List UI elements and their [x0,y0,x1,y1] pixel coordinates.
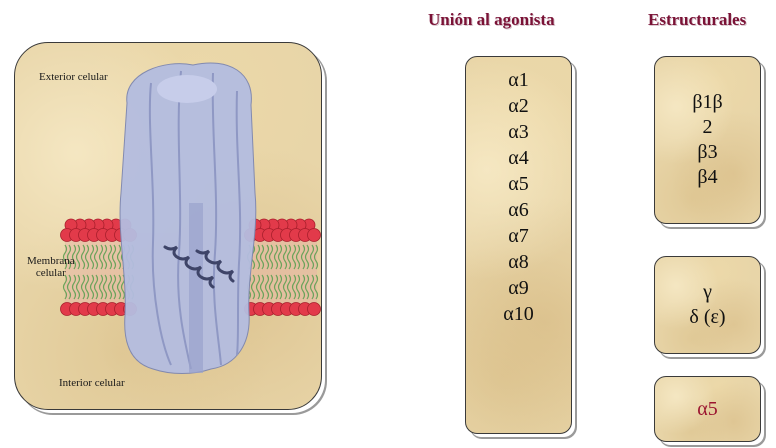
label-membrane-line2: celular [27,267,75,279]
label-membrane: Membrana celular [27,255,75,279]
label-interior: Interior celular [59,377,125,389]
receptor-protein [120,63,256,374]
subunit-beta3: β3 [697,140,717,165]
subunit-gamma: γ [703,280,712,305]
subunit-alpha2: α2 [508,93,528,119]
subunit-alpha5-structural: α5 [697,396,717,422]
subunit-alpha8: α8 [508,249,528,275]
subunit-alpha5: α5 [508,171,528,197]
subunit-alpha3: α3 [508,119,528,145]
receptor-illustration [15,43,321,409]
subunit-alpha10: α10 [503,301,533,327]
agonist-column-title: Unión al agonista [428,10,555,30]
subunit-alpha6: α6 [508,197,528,223]
label-membrane-line1: Membrana [27,255,75,267]
structural-group-beta: β1β 2 β3 β4 [654,56,761,224]
subunit-beta1-beta: β1β [692,90,722,115]
structural-group-alpha5: α5 [654,376,761,442]
label-exterior: Exterior celular [39,71,108,83]
subunit-beta4: β4 [697,165,717,190]
subunit-alpha1: α1 [508,67,528,93]
subunit-alpha9: α9 [508,275,528,301]
receptor-diagram-panel: Exterior celular Membrana celular Interi… [14,42,322,410]
structural-group-gamma-delta: γ δ (ε) [654,256,761,354]
subunit-delta-epsilon: δ (ε) [689,305,725,330]
subunit-beta2-suffix: 2 [703,115,713,140]
agonist-subunit-list: α1 α2 α3 α4 α5 α6 α7 α8 α9 α10 [465,56,572,434]
subunit-alpha7: α7 [508,223,528,249]
structural-column-title: Estructurales [648,10,746,30]
lipid-head [308,229,321,242]
lipid-head [308,303,321,316]
subunit-alpha4: α4 [508,145,528,171]
